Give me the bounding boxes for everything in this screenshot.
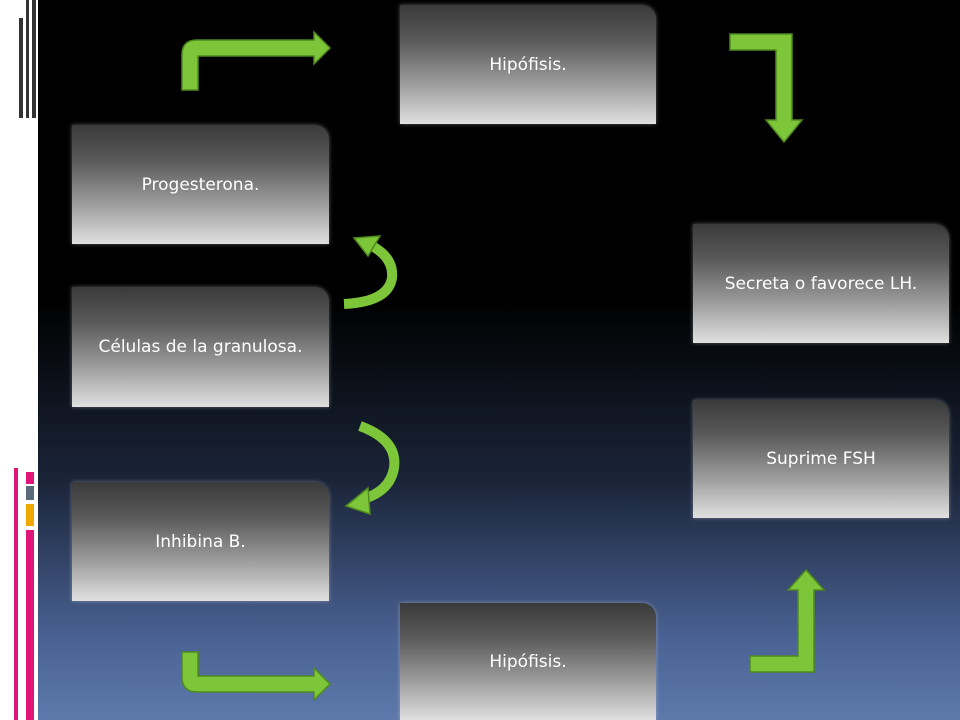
node-secreta-lh: Secreta o favorece LH. [693,224,949,343]
node-label: Células de la granulosa. [98,337,303,357]
left-decoration-strip [0,0,38,720]
node-celulas-granulosa: Células de la granulosa. [72,287,329,407]
deco-bar [26,0,29,118]
deco-bar [26,472,34,484]
node-hipofisis-top: Hipófisis. [400,5,656,124]
arrow-bent-down-right-icon [181,651,332,702]
node-label: Secreta o favorece LH. [724,273,918,294]
node-label: Hipófisis. [489,54,567,75]
node-label: Inhibina B. [155,531,246,552]
arrow-bent-up-icon [749,568,826,673]
arrow-curved-down-icon [344,486,371,516]
arrow-curved-up-icon [352,235,382,258]
deco-bar [14,468,18,720]
node-inhibina-b: Inhibina B. [72,482,329,601]
curve-arrow-stroke [358,421,400,505]
node-progesterona: Progesterona. [72,125,329,244]
node-suprime-fsh: Suprime FSH [693,400,949,518]
curve-arrow-stroke [343,241,398,309]
arrow-bent-up-right-icon [181,30,332,91]
deco-bar [26,486,34,500]
node-label: Progesterona. [141,174,260,195]
node-label: Hipófisis. [489,651,567,672]
deco-bar [26,530,34,720]
arrow-bent-down-icon [729,33,804,144]
node-hipofisis-bottom: Hipófisis. [400,603,656,720]
deco-bar [26,504,34,526]
node-label: Suprime FSH [766,449,876,469]
deco-bar [19,18,23,118]
deco-bar [32,0,36,118]
